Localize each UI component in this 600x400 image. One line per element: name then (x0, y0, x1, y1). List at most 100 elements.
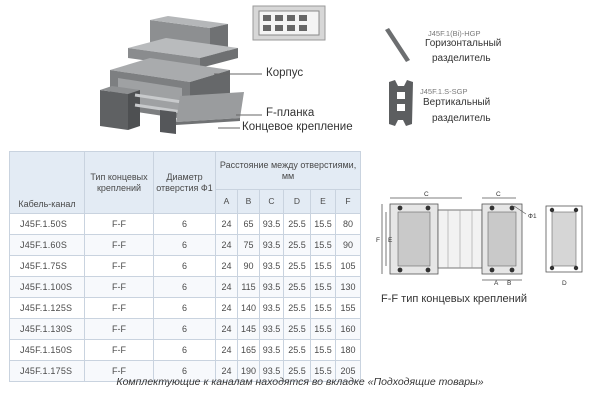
mount-drawing: C C Ф1 F E A B D (376, 190, 598, 287)
cell-f: 160 (334, 318, 362, 340)
cell-f: 105 (334, 255, 362, 277)
body-label: Корпус (266, 67, 304, 79)
cell-f: 205 (334, 360, 362, 382)
dim-a-label: A (494, 280, 499, 285)
cell-e: 15.5 (310, 297, 336, 319)
footer-note: Комплектующие к каналам находятся во вкл… (116, 376, 484, 388)
dim-b-label: B (507, 280, 511, 285)
cell-e: 15.5 (310, 360, 336, 382)
horizontal-separator-name-1: Горизонтальный (425, 38, 502, 49)
cross-section-thumbnail (252, 5, 326, 41)
horizontal-separator-name-2: разделитель (432, 53, 491, 64)
cell-b: 140 (237, 297, 260, 319)
cell-a: 24 (215, 339, 238, 361)
cell-a: 24 (215, 255, 238, 277)
cell-model: J45F.1.125S (9, 297, 85, 319)
cell-e: 15.5 (310, 234, 336, 256)
header-col-c: C (259, 189, 284, 214)
header-model: Кабель-канал (9, 151, 85, 214)
cell-f: 155 (334, 297, 362, 319)
cell-a: 24 (215, 213, 238, 235)
drawing-caption: F-F тип концевых креплений (381, 293, 527, 305)
hole (489, 205, 495, 211)
cell-d: 25.5 (283, 297, 311, 319)
hole (489, 267, 495, 273)
cell-c: 93.5 (259, 213, 284, 235)
header-col-b: B (237, 189, 260, 214)
cell-d: 25.5 (283, 360, 311, 382)
cell-mount-type: F-F (84, 339, 154, 361)
cell-hole: 6 (153, 339, 216, 361)
spec-table: Кабель-канал Тип концевых креплений Диам… (9, 151, 362, 382)
cell-b: 90 (237, 255, 260, 277)
cell-c: 93.5 (259, 234, 284, 256)
cell-a: 24 (215, 360, 238, 382)
dim-e-label: E (388, 237, 393, 244)
cell-model: J45F.1.130S (9, 318, 85, 340)
cell-model: J45F.1.175S (9, 360, 85, 382)
cell-b: 165 (237, 339, 260, 361)
cell-f: 90 (334, 234, 362, 256)
hole (397, 267, 403, 273)
cell-c: 93.5 (259, 339, 284, 361)
cell-model: J45F.1.60S (9, 234, 85, 256)
cell-b: 115 (237, 276, 260, 298)
cell-hole: 6 (153, 255, 216, 277)
cell-d: 25.5 (283, 318, 311, 340)
cell-hole: 6 (153, 213, 216, 235)
cell-hole: 6 (153, 297, 216, 319)
cell-d: 25.5 (283, 276, 311, 298)
header-distance: Расстояние между отверстиями, мм (214, 151, 362, 190)
header-col-e: E (310, 189, 336, 214)
carrier-render (100, 16, 244, 134)
end-mount-label: Концевое крепление (242, 121, 353, 133)
header-col-f: F (334, 189, 362, 214)
cell-a: 24 (215, 276, 238, 298)
cell-b: 75 (237, 234, 260, 256)
header-col-d: D (283, 189, 311, 214)
dim-f-label: F (376, 237, 380, 244)
cell-mount-type: F-F (84, 255, 154, 277)
cell-e: 15.5 (310, 339, 336, 361)
cell-mount-type: F-F (84, 318, 154, 340)
cell-mount-type: F-F (84, 276, 154, 298)
hole (397, 205, 403, 211)
dim-c-label: C (424, 191, 429, 198)
cell-c: 93.5 (259, 276, 284, 298)
vertical-separator-name-2: разделитель (432, 113, 491, 124)
hole (509, 267, 515, 273)
cell-a: 24 (215, 234, 238, 256)
cell-mount-type: F-F (84, 213, 154, 235)
cell-a: 24 (215, 297, 238, 319)
cell-e: 15.5 (310, 276, 336, 298)
vertical-separator-image (389, 80, 413, 126)
cell-mount-type: F-F (84, 297, 154, 319)
header-mount-type: Тип концевых креплений (84, 151, 154, 214)
vertical-separator-code: J45F.1.S-SGP (420, 87, 468, 96)
cell-model: J45F.1.50S (9, 213, 85, 235)
horizontal-separator-code: J45F.1(Bi)-HGP (428, 29, 481, 38)
dim-phi-label: Ф1 (528, 213, 537, 220)
dim-d-label: D (562, 280, 567, 285)
cell-hole: 6 (153, 234, 216, 256)
header-col-a: A (215, 189, 238, 214)
cell-mount-type: F-F (84, 234, 154, 256)
vertical-separator-name-1: Вертикальный (423, 97, 491, 108)
cell-hole: 6 (153, 318, 216, 340)
cell-model: J45F.1.150S (9, 339, 85, 361)
cell-b: 65 (237, 213, 260, 235)
hole (425, 267, 431, 273)
hole (509, 205, 515, 211)
cell-b: 145 (237, 318, 260, 340)
dim-c2-label: C (496, 191, 501, 198)
hole (425, 205, 431, 211)
cell-c: 93.5 (259, 360, 284, 382)
